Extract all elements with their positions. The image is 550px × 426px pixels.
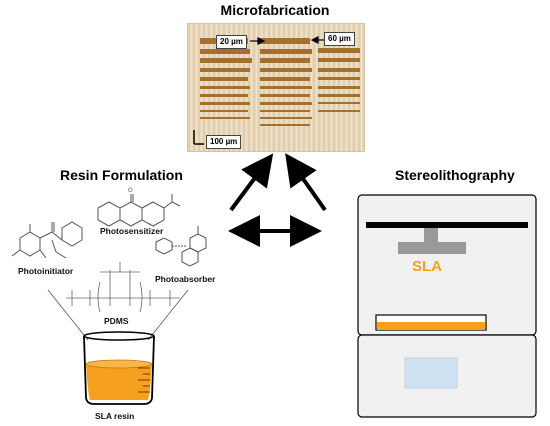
micro-bar <box>260 86 312 89</box>
micro-bar <box>318 102 360 104</box>
scale-bar-mark <box>193 130 204 145</box>
micro-bar <box>260 124 310 126</box>
sla-printer <box>357 194 537 418</box>
micro-bar <box>260 110 310 112</box>
microfabrication-title: Microfabrication <box>220 2 330 18</box>
micro-bar <box>200 49 250 54</box>
micro-bar <box>260 77 310 81</box>
micro-bar <box>318 48 360 53</box>
scale-label-100um: 100 µm <box>206 135 242 149</box>
pdms-structure <box>66 262 180 313</box>
convergence-lines <box>47 289 189 341</box>
micro-bar <box>200 58 252 63</box>
micro-bar <box>260 58 310 63</box>
photoabsorber-label: Photoabsorber <box>155 274 216 284</box>
arrow-resin-to-microfab <box>229 153 274 212</box>
pdms-label: PDMS <box>104 316 129 326</box>
micro-bar <box>318 68 360 72</box>
beaker-resin-fill <box>86 364 152 400</box>
photoinitiator-structure <box>11 221 83 259</box>
micro-bar <box>200 77 248 81</box>
micro-bar <box>260 94 310 97</box>
sla-resin-label: SLA resin <box>95 411 135 421</box>
micro-bar <box>200 110 248 112</box>
resin-formulation-title: Resin Formulation <box>60 167 183 183</box>
scale-arrows <box>250 36 324 45</box>
micro-bar <box>318 77 360 80</box>
micro-bar <box>260 68 312 72</box>
scale-label-20um: 20 µm <box>216 35 247 49</box>
vat-resin <box>377 322 485 330</box>
photosensitizer-label: Photosensitizer <box>100 226 164 236</box>
build-platform <box>398 242 466 254</box>
arrow-stereo-to-microfab <box>285 153 327 212</box>
stereolithography-title: Stereolithography <box>395 167 515 183</box>
micro-bar <box>318 86 360 89</box>
photosensitizer-structure: O <box>97 187 181 227</box>
beaker <box>83 331 155 405</box>
micro-bar <box>260 49 312 54</box>
photoabsorber-structure <box>155 226 207 267</box>
micro-bar <box>200 102 250 105</box>
photoinitiator-label: Photoinitiator <box>18 266 74 276</box>
micro-bar <box>318 110 360 112</box>
micro-bar <box>318 58 360 62</box>
printer-rail <box>366 222 528 228</box>
printer-sla-label: SLA <box>412 258 442 275</box>
micro-bar <box>260 117 312 119</box>
beaker-graduations <box>138 367 150 393</box>
micro-bar <box>200 86 250 89</box>
micro-bar <box>200 68 250 72</box>
svg-text:O: O <box>128 187 133 194</box>
micro-bar <box>200 117 250 119</box>
printer-window <box>404 357 458 389</box>
micro-bar <box>318 94 360 97</box>
micro-bar <box>260 38 310 44</box>
micro-bar <box>260 102 312 105</box>
micro-bar <box>200 94 248 97</box>
scale-label-60um: 60 µm <box>324 32 355 46</box>
microfabrication-image: 20 µm 60 µm 100 µm <box>187 23 365 152</box>
printer-upper-housing <box>357 194 537 336</box>
printer-arm <box>424 228 438 242</box>
